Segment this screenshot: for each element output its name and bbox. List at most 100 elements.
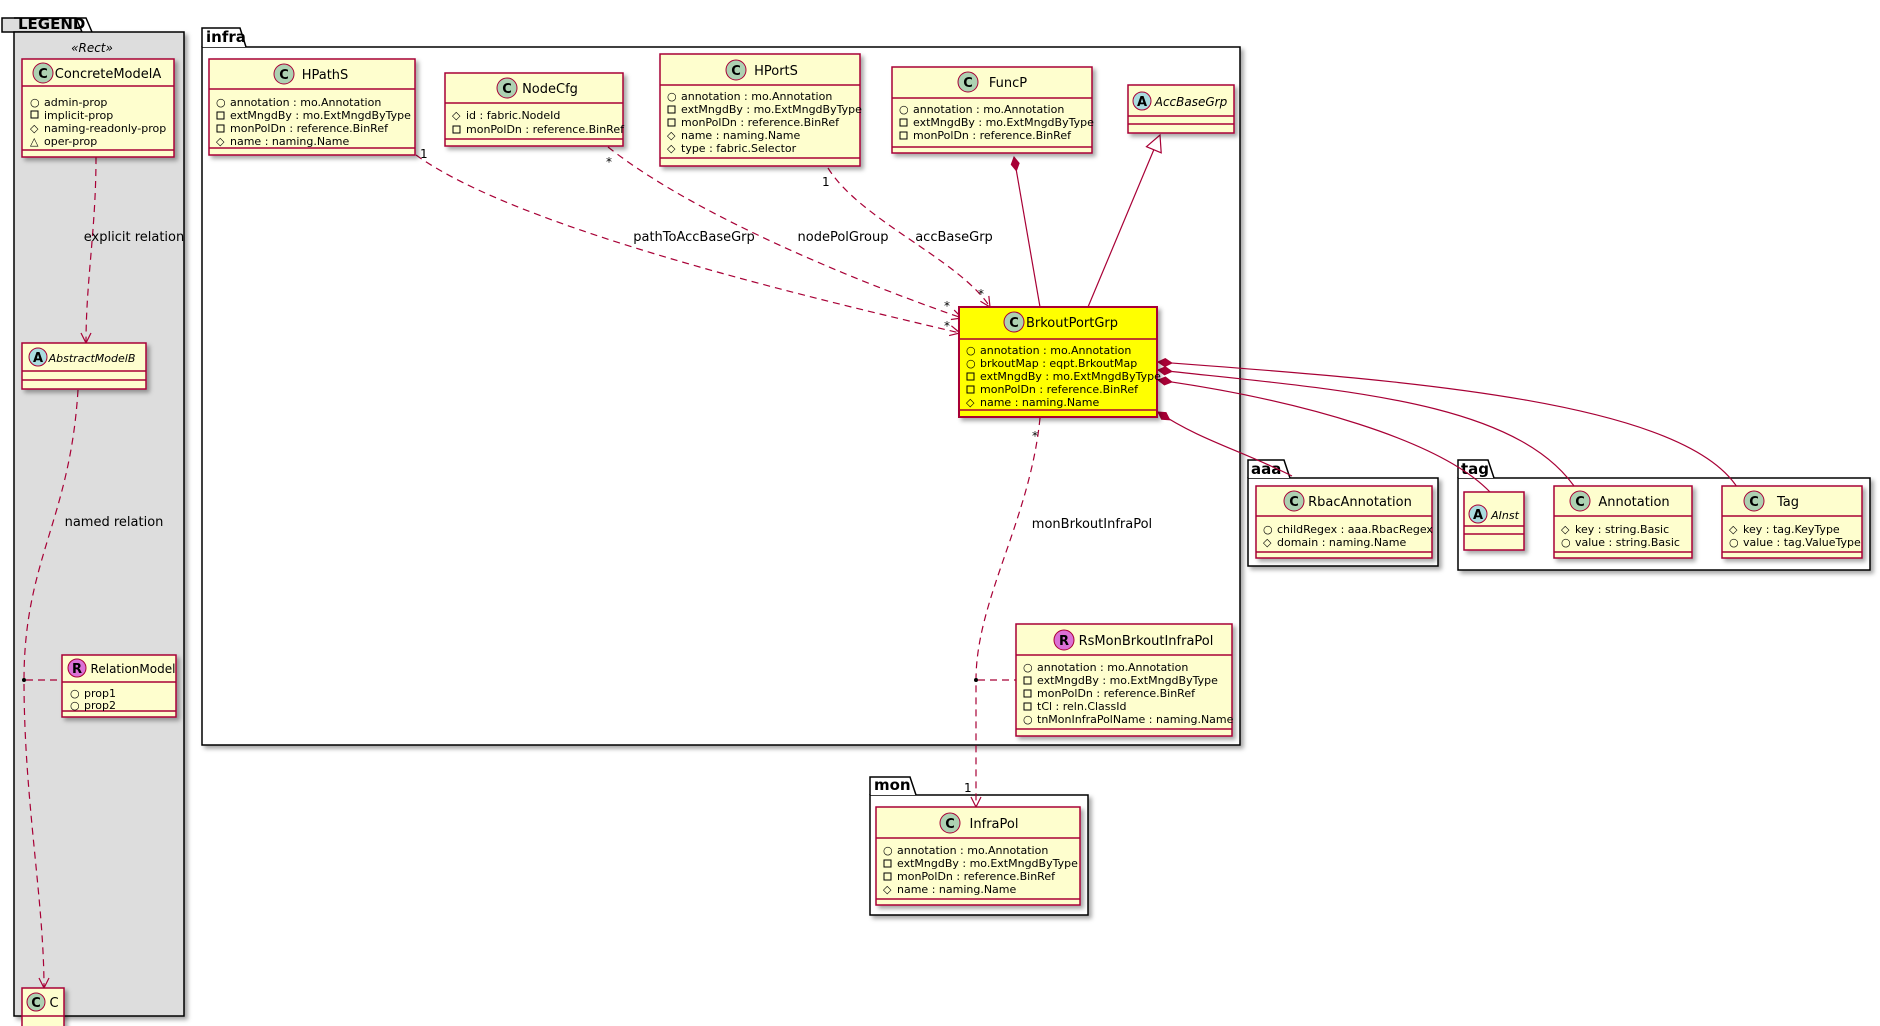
vis-protected: ◇: [1263, 536, 1272, 549]
class-title: HPathS: [302, 68, 349, 83]
class-relation-model[interactable]: [61, 654, 177, 718]
attr: extMngdBy : mo.ExtMngdByType: [980, 370, 1161, 383]
relation-class-icon-letter: R: [72, 662, 82, 677]
class-icon: [1743, 490, 1765, 512]
class-brkout-port-grp[interactable]: [958, 306, 1158, 418]
edge-mon-brkout-infra-pol: [976, 417, 1041, 807]
mult-brkout-star-a: *: [944, 299, 950, 313]
vis-private: [966, 385, 975, 394]
mult-brkout-star-b: *: [944, 319, 950, 333]
class-icon: [1569, 490, 1591, 512]
vis-protected: ◇: [1561, 523, 1570, 536]
vis-private: [452, 125, 461, 134]
vis-public: ○: [667, 90, 677, 103]
vis-private: [1023, 689, 1032, 698]
edge-node-pol-group: [607, 146, 962, 318]
attr: monPolDn : reference.BinRef: [230, 122, 389, 135]
attr: prop1: [84, 687, 116, 700]
class-nodecfg[interactable]: [444, 72, 624, 147]
mult-hports-1: 1: [822, 175, 830, 189]
mult-infrapol-1: 1: [964, 781, 972, 795]
attr: brkoutMap : eqpt.BrkoutMap: [980, 357, 1137, 370]
vis-protected: ◇: [883, 883, 892, 896]
attr: annotation : mo.Annotation: [913, 103, 1064, 116]
vis-public: ○: [70, 687, 80, 700]
attr: extMngdBy : mo.ExtMngdByType: [681, 103, 862, 116]
class-icon-letter: C: [945, 817, 955, 832]
edges: [22, 135, 1741, 988]
attr: type : fabric.Selector: [681, 142, 797, 155]
class-title: FuncP: [989, 76, 1027, 91]
tag-package-label: tag: [1461, 460, 1489, 478]
label-mon-brkout-infra-pol: monBrkoutInfraPol: [1032, 517, 1152, 532]
class-icon: [1003, 311, 1025, 333]
vis-private: [30, 110, 39, 119]
attr: annotation : mo.Annotation: [1037, 661, 1188, 674]
vis-protected: ◇: [452, 109, 461, 122]
attr: monPolDn : reference.BinRef: [913, 129, 1072, 142]
vis-protected: ◇: [216, 135, 225, 148]
relation-class-icon: [1053, 629, 1075, 651]
class-hports[interactable]: [659, 53, 861, 167]
edge-rbac-annotation-composition: [1157, 411, 1293, 477]
vis-protected: ◇: [1729, 523, 1738, 536]
class-rs-mon-brkout-infra-pol[interactable]: [1015, 623, 1233, 737]
mult-brkout-star-d: *: [1032, 429, 1038, 443]
attr: annotation : mo.Annotation: [230, 96, 381, 109]
vis-protected: ◇: [667, 129, 676, 142]
vis-public: ○: [70, 699, 80, 712]
class-infrapol[interactable]: [875, 806, 1081, 906]
class-icon-letter: C: [1749, 495, 1759, 510]
attr: monPolDn : reference.BinRef: [681, 116, 840, 129]
vis-private: [899, 131, 908, 140]
attr: admin-prop: [44, 96, 107, 109]
edge-acc-base-grp-generalization: [1087, 135, 1160, 308]
class-title: NodeCfg: [522, 82, 578, 97]
vis-protected: ◇: [667, 142, 676, 155]
label-explicit-relation: explicit relation: [84, 230, 184, 245]
attr: extMngdBy : mo.ExtMngdByType: [1037, 674, 1218, 687]
attr: prop2: [84, 699, 116, 712]
legend-package: LEGEND «Rect»: [1, 15, 185, 1017]
attr: naming-readonly-prop: [44, 122, 166, 135]
class-icon: [273, 63, 295, 85]
class-rbac-annotation[interactable]: [1255, 485, 1433, 559]
attr: extMngdBy : mo.ExtMngdByType: [897, 857, 1078, 870]
edge-explicit-relation: [86, 156, 97, 343]
class-title: AInst: [1490, 509, 1519, 522]
attr: extMngdBy : mo.ExtMngdByType: [230, 109, 411, 122]
class-funcp[interactable]: [891, 66, 1093, 154]
label-named-relation: named relation: [65, 515, 164, 530]
attr: childRegex : aaa.RbacRegex: [1277, 523, 1433, 536]
attr: monPolDn : reference.BinRef: [980, 383, 1139, 396]
class-icon-letter: C: [1289, 495, 1299, 510]
attr: annotation : mo.Annotation: [681, 90, 832, 103]
vis-public: ○: [966, 344, 976, 357]
attr: value : tag.ValueType: [1743, 536, 1861, 549]
vis-public: ○: [883, 844, 893, 857]
abstract-class-icon: [28, 347, 48, 367]
vis-public: ○: [1263, 523, 1273, 536]
class-icon: [32, 62, 54, 84]
attr: name : naming.Name: [681, 129, 801, 142]
legend-package-label: LEGEND: [18, 15, 85, 33]
edge-tag-composition: [1156, 357, 1741, 493]
class-title: AbstractModelB: [48, 352, 136, 365]
edge-funcp-composition: [1010, 156, 1041, 308]
class-icon: [26, 992, 46, 1012]
vis-private: [667, 118, 676, 127]
vis-private: [216, 111, 225, 120]
vis-public: ○: [966, 357, 976, 370]
label-path-to-acc-base-grp: pathToAccBaseGrp: [633, 230, 755, 245]
attr: monPolDn : reference.BinRef: [897, 870, 1056, 883]
abstract-class-icon-letter: A: [1473, 508, 1483, 523]
attr: name : naming.Name: [897, 883, 1017, 896]
vis-private: [667, 105, 676, 114]
class-title: RbacAnnotation: [1308, 495, 1412, 510]
attr: monPolDn : reference.BinRef: [466, 123, 625, 136]
class-title: ConcreteModelA: [55, 67, 162, 82]
label-node-pol-group: nodePolGroup: [798, 230, 889, 245]
class-hpaths[interactable]: [208, 58, 416, 156]
mon-package-label: mon: [874, 776, 911, 794]
class-icon-letter: C: [731, 64, 741, 79]
